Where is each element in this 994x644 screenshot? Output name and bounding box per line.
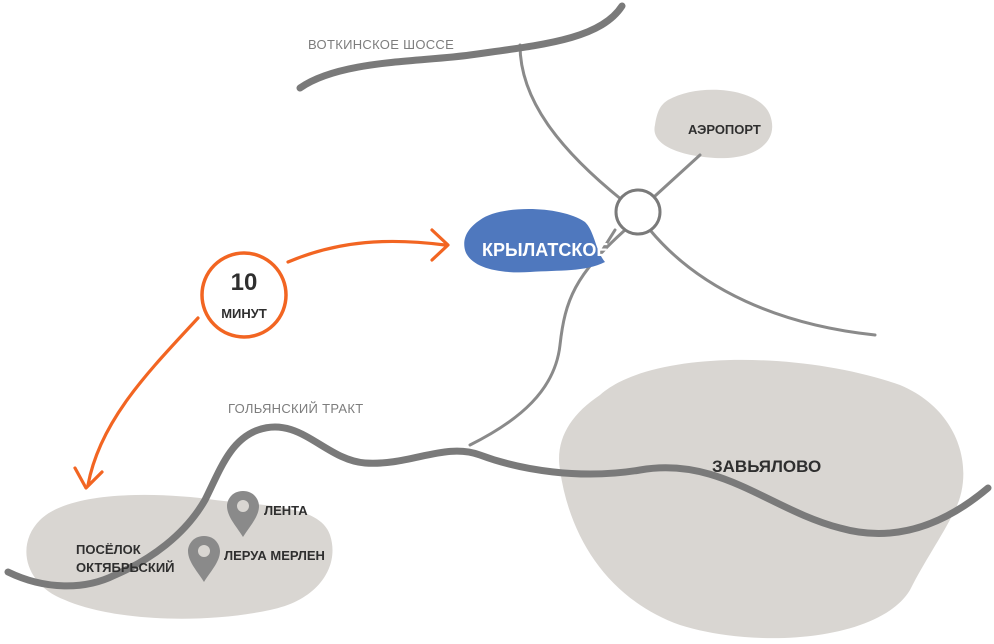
poselok-label-line1: ПОСЁЛОК [76,542,141,557]
votkinskoe-road [296,2,626,92]
road-airport-link [653,153,702,198]
arrowhead-icon [73,466,104,490]
road-north-roundabout [518,43,624,202]
zavyalovo-label: ЗАВЬЯЛОВО [712,457,821,476]
location-pin-icon [188,536,220,582]
airport-area [654,89,773,159]
time-badge-circle [200,251,288,339]
golyansky-road-label: ГОЛЬЯНСКИЙ ТРАКТ [228,401,364,416]
leroy-label: ЛЕРУА МЕРЛЕН [224,548,325,563]
poselok-area [26,494,333,619]
route-arrow-to-poselok [86,316,200,487]
road-roundabout-southeast [648,228,877,337]
arrowhead-icon [430,228,450,262]
votkinskoe-road-label: ВОТКИНСКОЕ ШОССЕ [308,37,454,52]
airport-label: АЭРОПОРТ [688,122,761,137]
golyansky-road [4,423,992,590]
krylatskoe-label: КРЫЛАТСКОЕ [482,240,608,260]
road-roundabout-south [468,228,627,447]
route-arrow-to-krylatskoe [286,239,447,264]
lenta-label: ЛЕНТА [264,503,308,518]
location-pin-icon [227,491,259,537]
poselok-label-line2: ОКТЯБРЬСКИЙ [76,560,175,575]
time-badge-value: 10 [231,269,258,296]
roundabout [614,188,662,236]
krylatskoe-area [464,208,605,273]
time-badge-unit: МИНУТ [221,306,267,321]
